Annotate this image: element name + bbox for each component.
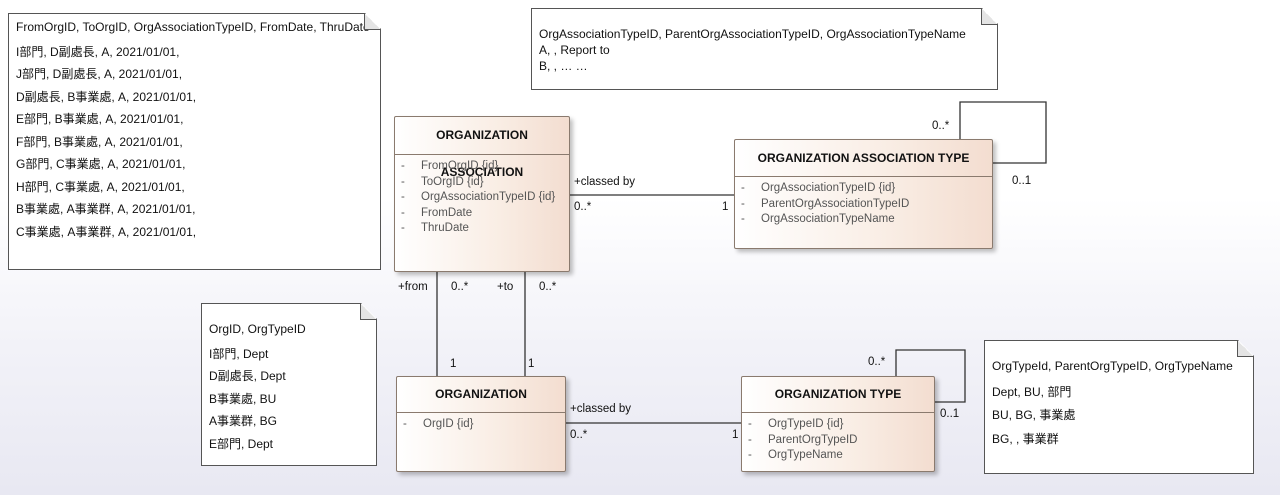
note-line: A, , Report to	[539, 43, 610, 57]
visibility-marker: -	[741, 213, 745, 226]
visibility-marker: -	[748, 449, 752, 462]
assoc-classed-by-mult-right: 1	[722, 201, 729, 213]
organization-class[interactable]: ORGANIZATION - OrgID {id}	[396, 376, 566, 472]
class-name: ORGANIZATION TYPE	[742, 377, 934, 413]
attribute-name: OrgTypeName	[768, 449, 843, 462]
visibility-marker: -	[401, 191, 405, 204]
visibility-marker: -	[403, 418, 407, 430]
note-line: B事業處, A事業群, A, 2021/01/01,	[16, 202, 196, 216]
attribute-name: OrgAssociationTypeName	[761, 213, 895, 226]
from-mult-bottom: 1	[450, 358, 457, 370]
organization-association-type-class[interactable]: ORGANIZATION ASSOCIATION TYPE - OrgAssoci…	[734, 139, 993, 249]
class-attribute: - OrgAssociationTypeName	[741, 213, 992, 229]
note-line: E部門, B事業處, A, 2021/01/01,	[16, 112, 184, 126]
attribute-name: OrgID {id}	[423, 418, 474, 430]
org-type-self-loop	[895, 349, 966, 403]
attribute-name: ParentOrgAssociationTypeID	[761, 197, 910, 210]
note-line: D副處長, B事業處, A, 2021/01/01,	[16, 89, 197, 104]
assoc-classed-by-role: +classed by	[574, 176, 636, 188]
class-attribute: - OrgAssociationTypeID {id}	[741, 182, 992, 198]
from-mult-top: 0..*	[451, 281, 469, 293]
class-attribute: - OrgTypeID {id}	[748, 418, 934, 434]
note-line: F部門, B事業處, A, 2021/01/01,	[16, 134, 183, 149]
org-classed-by-role: +classed by	[570, 403, 632, 415]
visibility-marker: -	[401, 160, 405, 172]
assoc-classed-by-mult-left: 0..*	[574, 201, 592, 213]
attribute-name: FromDate	[421, 206, 473, 219]
note-line: FromOrgID, ToOrgID, OrgAssociationTypeID…	[16, 20, 370, 34]
note-line: G部門, C事業處, A, 2021/01/01,	[16, 157, 186, 171]
note-line: C事業處, A事業群, A, 2021/01/01,	[16, 224, 197, 239]
assoc-type-self-loop	[959, 101, 1047, 164]
class-attribute: - FromDate	[401, 207, 569, 223]
class-attribute: - OrgID {id}	[403, 418, 565, 434]
note-line: D副處長, Dept	[209, 369, 286, 383]
note-line: E部門, Dept	[209, 436, 274, 451]
class-attribute: - ParentOrgTypeID	[748, 434, 934, 450]
note-line: I部門, D副處長, A, 2021/01/01,	[16, 44, 180, 59]
org-type-self-mult-top: 0..*	[868, 356, 886, 368]
attribute-name: ParentOrgTypeID	[768, 433, 858, 446]
class-attribute: - FromOrgID {id}	[401, 160, 569, 176]
attribute-name: ToOrgID {id}	[421, 175, 484, 188]
org-type-self-mult-right: 0..1	[940, 408, 960, 420]
class-attribute: - OrgTypeName	[748, 449, 934, 465]
note-line: BU, BG, 事業處	[992, 408, 1076, 422]
class-name: ORGANIZATION ASSOCIATION TYPE	[735, 140, 992, 177]
attribute-name: FromOrgID {id}	[421, 160, 499, 172]
org-classed-by-mult-left: 0..*	[570, 429, 588, 441]
to-mult-bottom: 1	[528, 358, 535, 370]
note-line: BG, , 事業群	[992, 431, 1059, 446]
attribute-name: OrgAssociationTypeID {id}	[421, 191, 556, 204]
class-attribute: - ThruDate	[401, 222, 569, 238]
note-line: Dept, BU, 部門	[992, 384, 1072, 399]
note-line: A事業群, BG	[209, 414, 278, 428]
note-line: OrgID, OrgTypeID	[209, 322, 306, 336]
to-role: +to	[497, 281, 514, 293]
to-mult-top: 0..*	[539, 281, 557, 293]
association-data-note: FromOrgID, ToOrgID, OrgAssociationTypeID…	[8, 13, 381, 270]
note-line: OrgTypeId, ParentOrgTypeID, OrgTypeName	[992, 359, 1233, 373]
attribute-name: OrgTypeID {id}	[768, 418, 844, 430]
visibility-marker: -	[741, 197, 745, 210]
note-line: B事業處, BU	[209, 391, 277, 406]
class-name: ORGANIZATION ASSOCIATION	[395, 117, 569, 179]
from-role: +from	[398, 281, 428, 293]
assoc-type-self-mult-top: 0..*	[932, 120, 950, 132]
visibility-marker: -	[401, 206, 405, 219]
organization-association-class[interactable]: ORGANIZATION ASSOCIATION - FromOrgID {id}…	[394, 116, 570, 272]
visibility-marker: -	[401, 222, 405, 235]
note-line: J部門, D副處長, A, 2021/01/01,	[16, 67, 183, 81]
organization-type-class[interactable]: ORGANIZATION TYPE - OrgTypeID {id} - Parent…	[741, 376, 935, 472]
org-classed-by-mult-right: 1	[732, 429, 739, 441]
attribute-name: ThruDate	[421, 222, 469, 235]
note-line: H部門, C事業處, A, 2021/01/01,	[16, 179, 185, 194]
note-line: I部門, Dept	[209, 346, 269, 361]
attribute-name: OrgAssociationTypeID {id}	[761, 182, 896, 194]
visibility-marker: -	[748, 418, 752, 430]
class-attribute: - OrgAssociationTypeID {id}	[401, 191, 569, 207]
note-line: OrgAssociationTypeID, ParentOrgAssociati…	[539, 27, 966, 41]
visibility-marker: -	[741, 182, 745, 194]
visibility-marker: -	[748, 433, 752, 446]
class-name: ORGANIZATION	[397, 377, 565, 413]
association-type-data-note: OrgAssociationTypeID, ParentOrgAssociati…	[531, 8, 998, 90]
note-line: B, , … …	[539, 59, 588, 73]
class-attribute: - ToOrgID {id}	[401, 176, 569, 192]
assoc-type-self-mult-right: 0..1	[1012, 175, 1032, 187]
visibility-marker: -	[401, 175, 405, 188]
class-attribute: - ParentOrgAssociationTypeID	[741, 198, 992, 214]
